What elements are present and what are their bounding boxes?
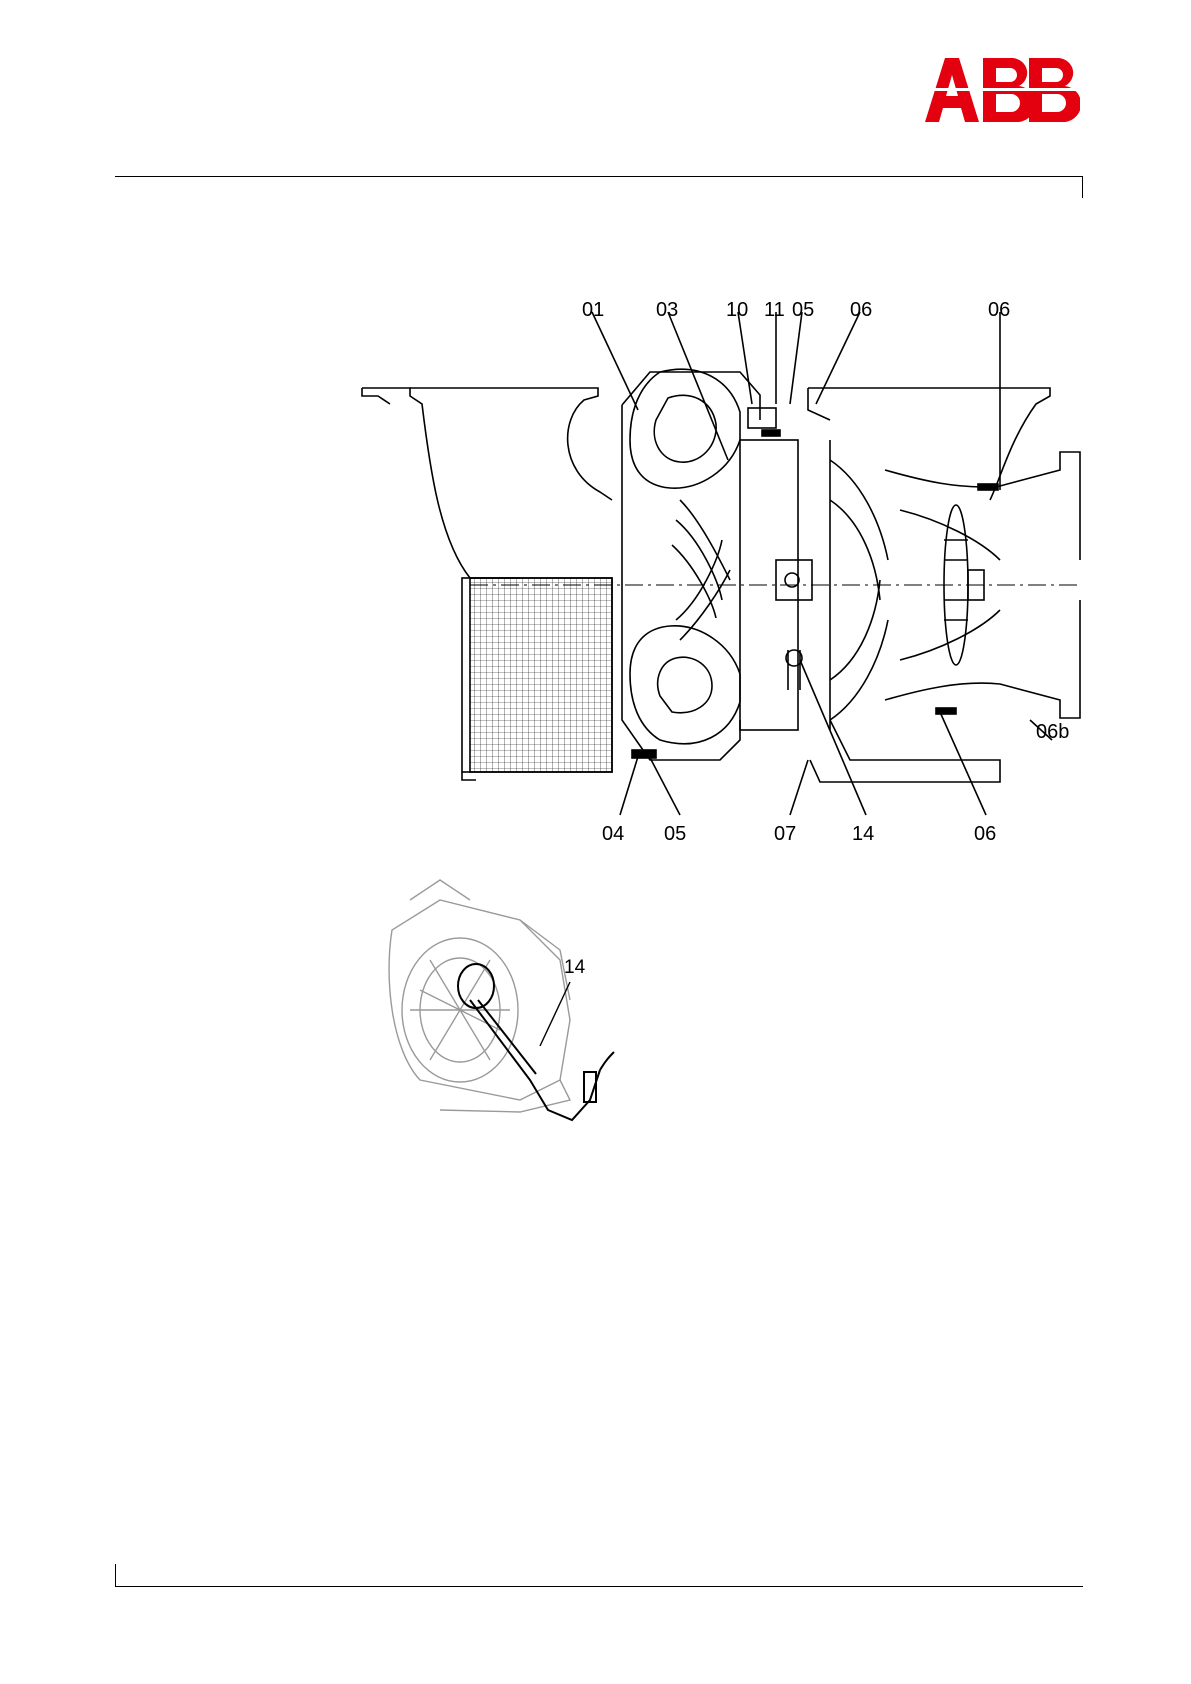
callout-11: 11 — [764, 300, 785, 320]
callout-07: 07 — [774, 824, 796, 844]
callout-14: 14 — [852, 824, 874, 844]
callout-01: 01 — [582, 300, 604, 320]
callout-06-top-right: 06 — [988, 300, 1010, 320]
callout-06b: 06b — [1036, 722, 1069, 742]
footer-rule-tick — [115, 1564, 116, 1586]
callout-06-top-center: 06 — [850, 300, 872, 320]
detail-callout-14: 14 — [564, 958, 585, 978]
callout-04: 04 — [602, 824, 624, 844]
callout-10: 10 — [726, 300, 748, 320]
callout-05-top: 05 — [792, 300, 814, 320]
callout-05-bottom: 05 — [664, 824, 686, 844]
callout-06-bottom: 06 — [974, 824, 996, 844]
callout-03: 03 — [656, 300, 678, 320]
footer-rule — [115, 1586, 1083, 1587]
